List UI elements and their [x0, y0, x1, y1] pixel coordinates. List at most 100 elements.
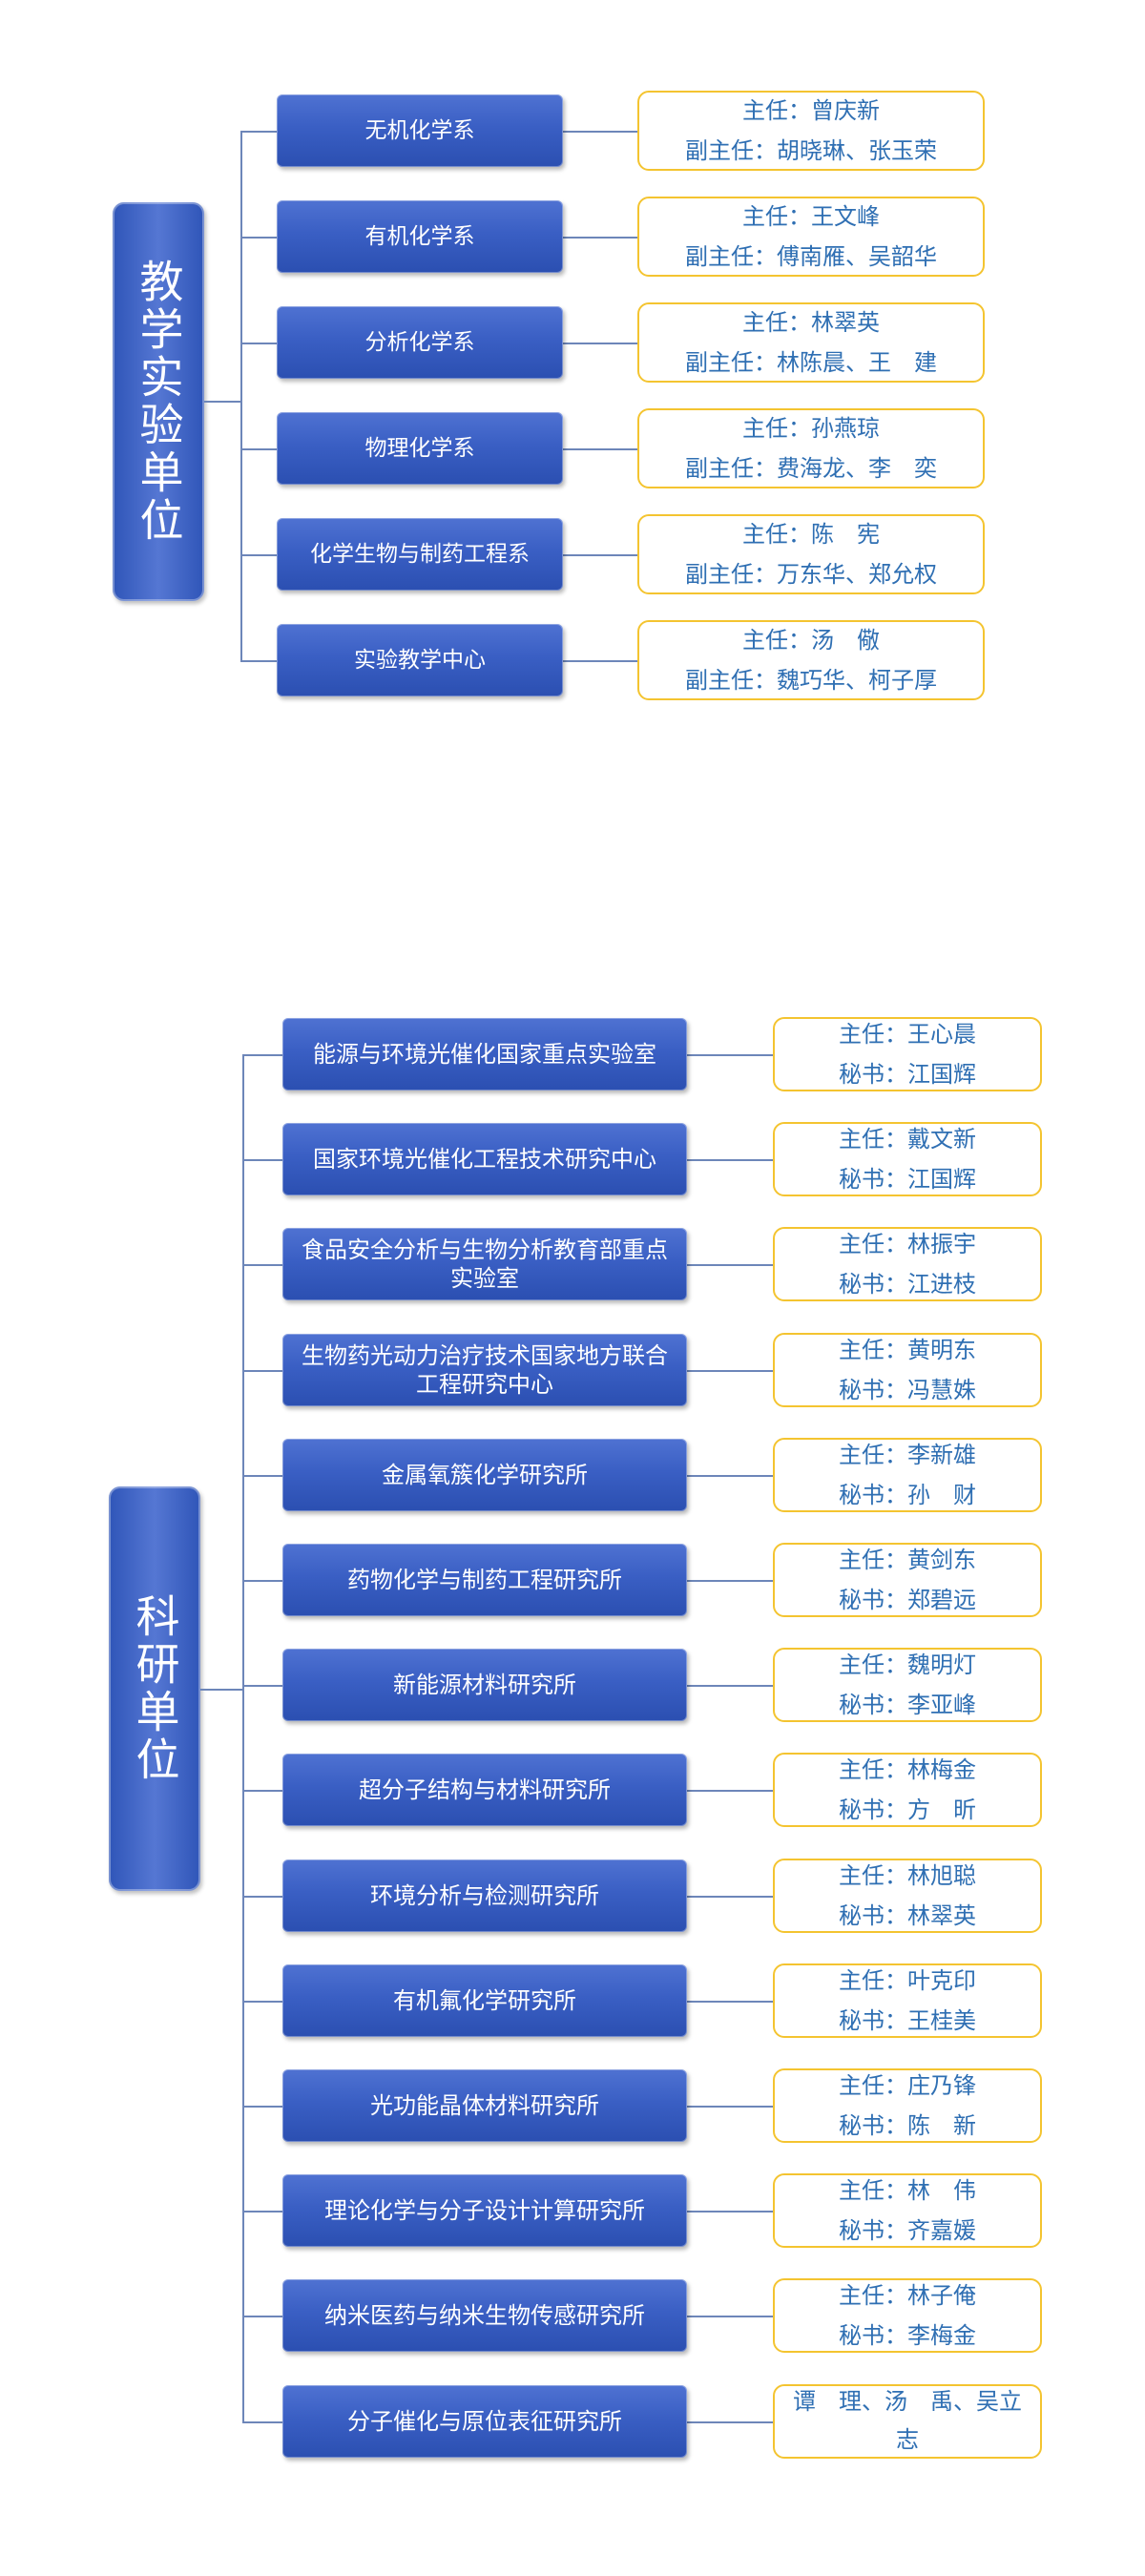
connector-line [563, 131, 637, 133]
connector-line [563, 343, 637, 344]
research-leader-box: 主任：林梅金秘书：方 昕 [773, 1753, 1042, 1827]
teaching-unit-box: 有机化学系 [277, 200, 563, 273]
deputy-line: 秘书：王桂美 [839, 2007, 976, 2034]
director-line: 主任：魏明灯 [839, 1652, 976, 1678]
connector-line [240, 660, 277, 662]
deputy-line: 秘书：郑碧远 [839, 1587, 976, 1613]
unit-name: 能源与环境光催化国家重点实验室 [313, 1041, 656, 1068]
connector-line [687, 1475, 773, 1477]
unit-name: 分子催化与原位表征研究所 [347, 2408, 622, 2435]
deputy-line: 副主任：傅南雁、吴韶华 [685, 243, 937, 270]
deputy-line: 秘书：江进枝 [839, 1271, 976, 1298]
connector-line [687, 2316, 773, 2317]
teaching-leader-box: 主任：汤 儆副主任：魏巧华、柯子厚 [637, 620, 985, 700]
deputy-line: 副主任：魏巧华、柯子厚 [685, 667, 937, 694]
director-line: 主任：林翠英 [742, 309, 880, 336]
connector-line [242, 2106, 282, 2108]
connector-line [687, 1370, 773, 1372]
research-unit-box: 国家环境光催化工程技术研究中心 [282, 1123, 687, 1195]
research-leader-box: 主任：戴文新秘书：江国辉 [773, 1122, 1042, 1196]
connector-line [242, 1790, 282, 1792]
research-unit-box: 环境分析与检测研究所 [282, 1859, 687, 1932]
director-line: 主任：林 伟 [839, 2177, 976, 2204]
research-units-root: 科研单位 [109, 1486, 200, 1891]
research-unit-box: 新能源材料研究所 [282, 1649, 687, 1721]
director-line: 主任：林振宇 [839, 1231, 976, 1257]
director-line: 主任：曾庆新 [742, 97, 880, 124]
connector-line [242, 1580, 282, 1582]
research-unit-box: 光功能晶体材料研究所 [282, 2069, 687, 2142]
connector-line [242, 2001, 282, 2003]
director-line: 主任：戴文新 [839, 1126, 976, 1153]
teaching-leader-box: 主任：林翠英副主任：林陈晨、王 建 [637, 302, 985, 383]
unit-name: 光功能晶体材料研究所 [370, 2092, 599, 2119]
connector-line [687, 2421, 773, 2423]
unit-name: 无机化学系 [364, 117, 475, 143]
research-leader-box: 主任：黄明东秘书：冯慧姝 [773, 1333, 1042, 1407]
deputy-line: 秘书：冯慧姝 [839, 1377, 976, 1403]
unit-name: 分析化学系 [364, 329, 475, 355]
deputy-line: 秘书：方 昕 [839, 1797, 976, 1823]
research-unit-box: 纳米医药与纳米生物传感研究所 [282, 2279, 687, 2352]
deputy-line: 秘书：江国辉 [839, 1166, 976, 1193]
research-leader-box: 主任：林 伟秘书：齐嘉媛 [773, 2173, 1042, 2248]
unit-name: 新能源材料研究所 [393, 1672, 576, 1698]
unit-name: 理论化学与分子设计计算研究所 [324, 2197, 645, 2224]
teaching-unit-box: 无机化学系 [277, 94, 563, 167]
connector-line [204, 401, 240, 403]
teaching-leader-box: 主任：孙燕琼副主任：费海龙、李 奕 [637, 408, 985, 488]
research-leader-box: 主任：黄剑东秘书：郑碧远 [773, 1543, 1042, 1617]
deputy-line: 副主任：万东华、郑允权 [685, 561, 937, 588]
connector-line [687, 1580, 773, 1582]
research-leader-box: 主任：林振宇秘书：江进枝 [773, 1227, 1042, 1301]
connector-line [687, 2106, 773, 2108]
director-line: 主任：李新雄 [839, 1442, 976, 1468]
director-line: 主任：王心晨 [839, 1021, 976, 1048]
research-leader-box: 主任：林子俺秘书：李梅金 [773, 2278, 1042, 2353]
deputy-line: 秘书：李梅金 [839, 2322, 976, 2349]
deputy-line: 秘书：孙 财 [839, 1482, 976, 1508]
director-line: 主任：汤 儆 [742, 627, 880, 654]
research-leader-box: 主任：林旭聪秘书：林翠英 [773, 1859, 1042, 1933]
connector-line [563, 448, 637, 450]
connector-line [687, 1790, 773, 1792]
connector-line [242, 1896, 282, 1898]
director-line: 主任：林旭聪 [839, 1862, 976, 1889]
teaching-leader-box: 主任：曾庆新副主任：胡晓琳、张玉荣 [637, 91, 985, 171]
research-leader-box: 主任：李新雄秘书：孙 财 [773, 1438, 1042, 1512]
teaching-unit-box: 物理化学系 [277, 412, 563, 485]
research-leader-box: 主任：叶克印秘书：王桂美 [773, 1963, 1042, 2038]
connector-line [687, 1159, 773, 1161]
unit-name: 有机氟化学研究所 [393, 1987, 576, 2014]
teaching-unit-box: 实验教学中心 [277, 624, 563, 696]
connector-line [240, 131, 242, 662]
director-line: 主任：黄明东 [839, 1337, 976, 1363]
connector-line [242, 2421, 282, 2423]
connector-line [240, 237, 277, 239]
unit-name: 纳米医药与纳米生物传感研究所 [324, 2302, 645, 2329]
deputy-line: 秘书：林翠英 [839, 1902, 976, 1929]
research-unit-box: 分子催化与原位表征研究所 [282, 2385, 687, 2458]
director-line: 主任：叶克印 [839, 1967, 976, 1994]
members-line: 谭 理、汤 禹、吴立志 [793, 2388, 1022, 2453]
director-line: 主任：孙燕琼 [742, 415, 880, 442]
connector-line [242, 1159, 282, 1161]
connector-line [242, 1475, 282, 1477]
connector-line [242, 1054, 244, 2423]
connector-line [563, 554, 637, 556]
teaching-leader-box: 主任：陈 宪副主任：万东华、郑允权 [637, 514, 985, 594]
connector-line [240, 131, 277, 133]
unit-name: 药物化学与制药工程研究所 [347, 1567, 622, 1593]
research-leader-box: 谭 理、汤 禹、吴立志 [773, 2384, 1042, 2459]
deputy-line: 秘书：李亚峰 [839, 1692, 976, 1718]
director-line: 主任：王文峰 [742, 203, 880, 230]
connector-line [687, 1896, 773, 1898]
unit-name: 生物药光动力治疗技术国家地方联合工程研究中心 [302, 1342, 668, 1398]
research-unit-box: 生物药光动力治疗技术国家地方联合工程研究中心 [282, 1334, 687, 1406]
director-line: 主任：林子俺 [839, 2282, 976, 2309]
unit-name: 国家环境光催化工程技术研究中心 [313, 1146, 656, 1173]
unit-name: 化学生物与制药工程系 [310, 541, 530, 567]
connector-line [687, 1264, 773, 1266]
connector-line [563, 660, 637, 662]
